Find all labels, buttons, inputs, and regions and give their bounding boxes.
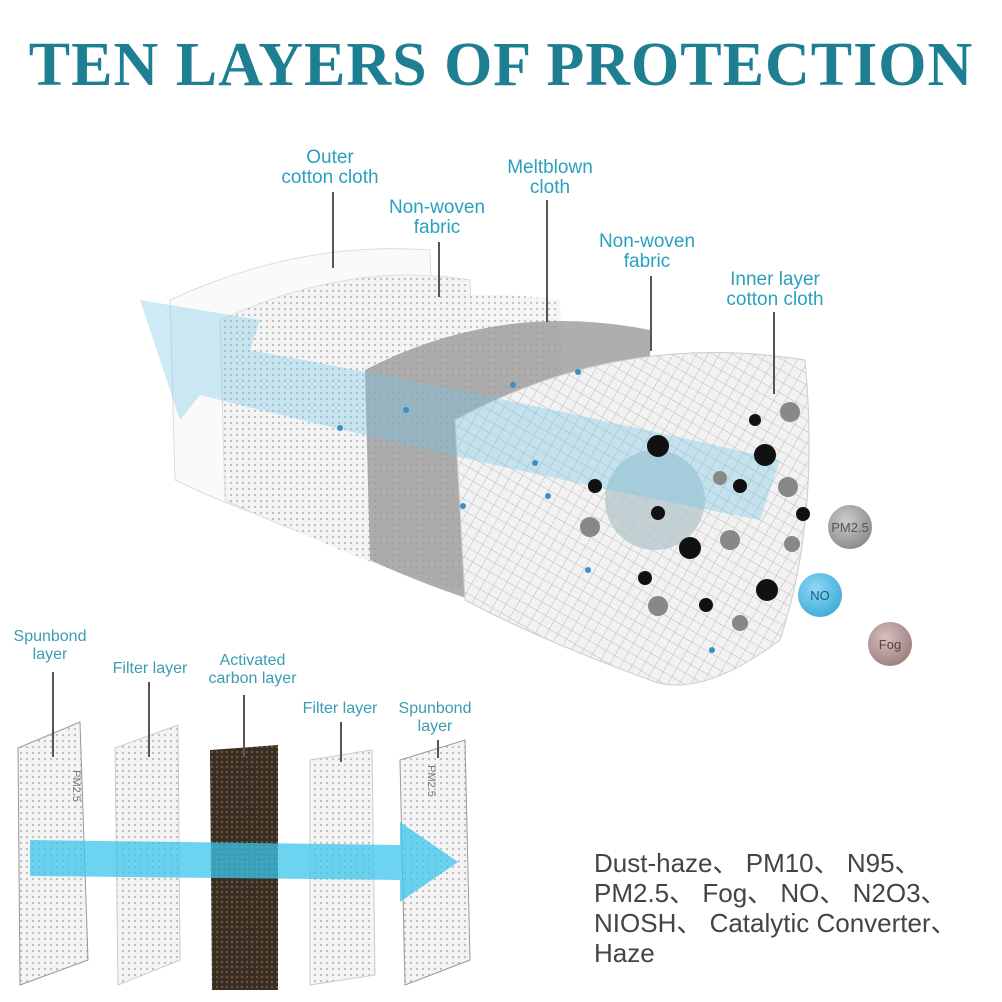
label-filter-2: Filter layer — [302, 700, 378, 717]
print-pm25-2: PM2.5 — [424, 765, 437, 797]
particle-fog: Fog — [868, 622, 912, 666]
valve — [605, 450, 705, 550]
print-pm25-1: PM2.5 — [69, 770, 82, 802]
filter-airflow-arrow — [30, 822, 458, 902]
particle-no: NO — [798, 573, 842, 617]
airflow-arrow — [140, 300, 780, 520]
pollutant-icons — [588, 414, 810, 612]
protects-against-list: Dust-haze、 PM10、 N95、PM2.5、 Fog、 NO、 N2O… — [594, 848, 957, 968]
page-title: TEN LAYERS OF PROTECTION — [28, 31, 974, 99]
particle-pm25: PM2.5 — [828, 505, 872, 549]
label-filter-1: Filter layer — [112, 660, 188, 677]
